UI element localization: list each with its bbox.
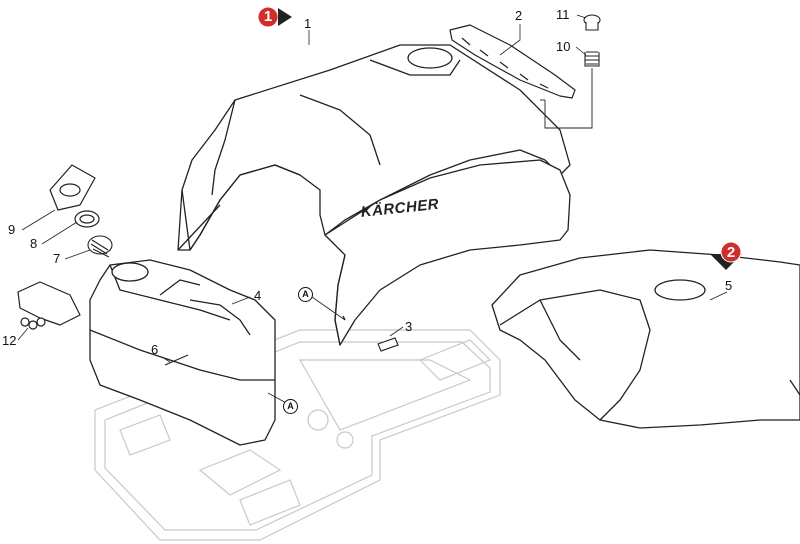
callout-5: 5 [725, 278, 733, 293]
callout-4: 4 [254, 288, 262, 303]
bracket-part-12 [17, 281, 81, 330]
base-frame [94, 329, 501, 541]
screw-part-6 [164, 354, 189, 366]
lid-part-2 [449, 24, 576, 99]
callout-3: 3 [405, 319, 413, 334]
callout-10: 10 [556, 39, 571, 54]
marker-1-shape [257, 6, 292, 28]
callout-9: 9 [8, 222, 16, 237]
spring-part-10 [584, 51, 600, 67]
side-shell [324, 159, 571, 346]
right-hood-part-5 [491, 249, 800, 429]
screw-part-3 [377, 337, 399, 352]
callout-1: 1 [304, 16, 312, 31]
callout-12: 12 [2, 333, 17, 348]
callout-6: 6 [151, 342, 159, 357]
leader-lines [17, 14, 728, 406]
ring-part-8 [74, 210, 100, 228]
callout-2: 2 [515, 8, 523, 23]
knob-part-11 [583, 14, 601, 31]
ref-mark-a-lower: A [283, 399, 298, 414]
spring-part-7 [87, 235, 113, 258]
tank-part-4 [89, 259, 276, 446]
cap-part-9 [49, 164, 96, 211]
marker-2-number: 2 [726, 244, 736, 261]
marker-1-number: 1 [263, 8, 273, 25]
callout-8: 8 [30, 236, 38, 251]
callout-11: 11 [556, 7, 570, 22]
callout-7: 7 [53, 251, 61, 266]
leader-10-11 [544, 68, 593, 129]
marker-2-shape [710, 241, 742, 270]
ref-mark-a-upper: A [298, 287, 313, 302]
upper-hood-part-1 [177, 44, 571, 251]
